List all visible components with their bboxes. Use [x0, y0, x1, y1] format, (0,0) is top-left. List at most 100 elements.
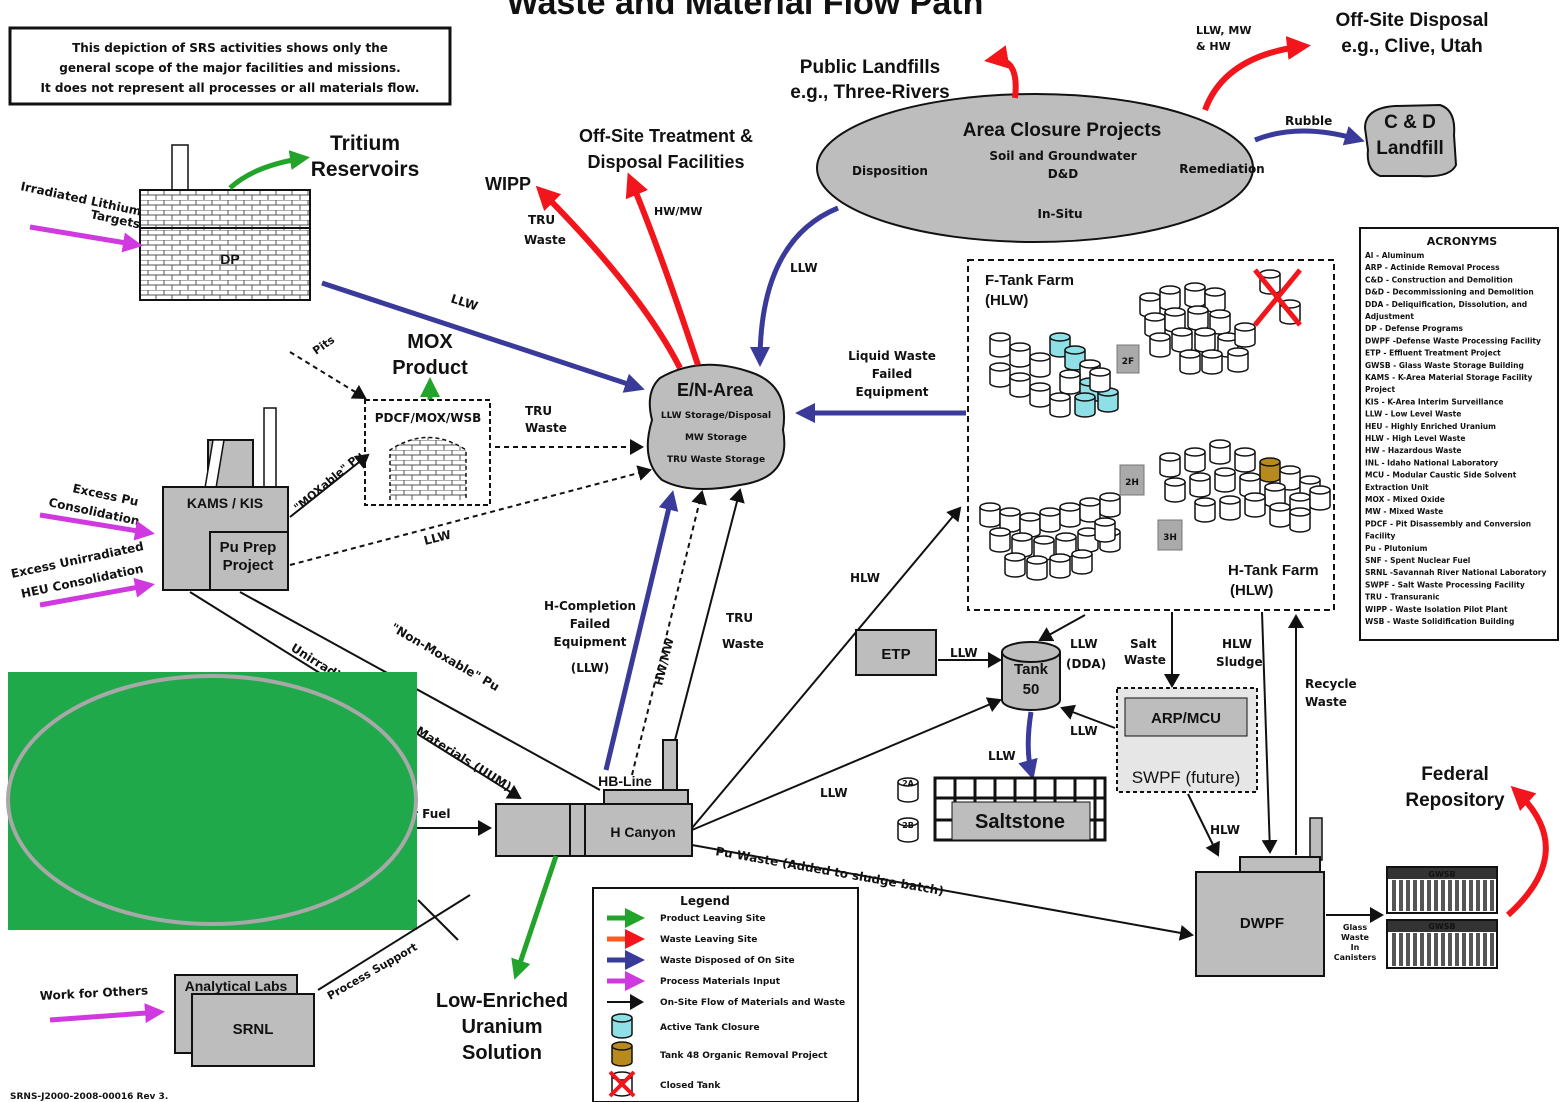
- acronym-item: D&D - Decommissioning and Demolition: [1365, 288, 1534, 297]
- hlw-sludge-arrow: [1261, 611, 1278, 854]
- gwsb-stripe: [1490, 933, 1494, 966]
- rubble-label: Rubble: [1285, 114, 1332, 128]
- saltstone-label: Saltstone: [975, 811, 1065, 833]
- tritium-label-2: Reservoirs: [311, 158, 420, 181]
- llw-mw-hw-1: LLW, MW: [1196, 24, 1252, 37]
- leu-arrow: [511, 855, 559, 980]
- storage-tank: [1026, 555, 1048, 581]
- in-situ-label: In-Situ: [1037, 207, 1082, 221]
- canyon-tru-2: Waste: [722, 637, 764, 651]
- label-2a: 2A: [902, 779, 915, 788]
- gwsb-stripe: [1455, 933, 1459, 966]
- excess-pu-arrow: [39, 512, 155, 541]
- remediation-label: Remediation: [1179, 162, 1264, 176]
- f-tank-label-1: F-Tank Farm: [985, 272, 1074, 289]
- arp-llw-arrow: [1060, 704, 1116, 729]
- federal-repo-arrow: [1505, 785, 1549, 918]
- arp-label: ARP/MCU: [1151, 710, 1221, 727]
- gwsb-stripe: [1392, 933, 1396, 966]
- acronym-item: ETP - Effluent Treatment Project: [1365, 349, 1501, 358]
- offsite-treat-2: Disposal Facilities: [587, 152, 744, 172]
- storage-tank: [1201, 349, 1223, 375]
- storage-tank: [1149, 332, 1171, 358]
- gwsb-header: [1388, 921, 1496, 932]
- gwsb-stripe: [1462, 933, 1466, 966]
- moxable-arrow: [289, 453, 370, 518]
- storage-tank: [1259, 457, 1281, 483]
- wipp-arrow: [535, 185, 683, 370]
- gwsb-label-1: GWSB: [1428, 870, 1455, 879]
- acronym-item: Facility: [1365, 532, 1395, 541]
- gwsb-stripe: [1399, 933, 1403, 966]
- gwsb-stripe: [1483, 933, 1487, 966]
- gwsb-stripe: [1455, 880, 1459, 911]
- diagram-title: Waste and Material Flow Path: [507, 0, 984, 22]
- gwsb-buildings: GWSB GWSB: [1386, 866, 1498, 969]
- label-2h: 2H: [1125, 478, 1139, 488]
- en-area-line-3: TRU Waste Storage: [667, 455, 765, 465]
- storage-tank: [1089, 367, 1111, 393]
- closure-llw-arrow: [750, 205, 839, 367]
- acronym-item: C&D - Construction and Demolition: [1365, 275, 1513, 284]
- non-moxable-line: [239, 591, 601, 791]
- dp-llw-arrow: [321, 280, 645, 393]
- acronym-item: Extraction Unit: [1365, 483, 1429, 492]
- process-support-line: [317, 894, 471, 991]
- offsite-treat-arrow: [625, 172, 701, 366]
- canyon-hwmw-label: HW/MW: [652, 637, 676, 687]
- storage-tank: [1039, 507, 1061, 533]
- liquid-waste-2: Failed: [872, 367, 913, 381]
- acronym-item: DWPF -Defense Waste Processing Facility: [1365, 336, 1541, 345]
- acronym-item: Project: [1365, 385, 1395, 394]
- hb-line-label: HB-Line: [598, 773, 652, 789]
- work-others-arrow: [49, 1003, 165, 1024]
- legend-item-4: Process Materials Input: [660, 977, 781, 987]
- kams-label: KAMS / KIS: [187, 495, 263, 511]
- legend: Legend Product Leaving Site Waste Leavin…: [592, 887, 859, 1102]
- acronym-item: ARP - Actinide Removal Process: [1365, 263, 1500, 272]
- pu-prep-label-1: Pu Prep: [220, 539, 277, 556]
- storage-tank: [1194, 497, 1216, 523]
- h-canyon-label: H Canyon: [610, 824, 675, 840]
- disclaimer-line-1: This depiction of SRS activities shows o…: [72, 41, 388, 55]
- pdcf-building: PDCF/MOX/WSB: [364, 399, 491, 506]
- legend-item-5: On-Site Flow of Materials and Waste: [660, 998, 845, 1008]
- public-landfill-2: e.g., Three-Rivers: [790, 82, 949, 103]
- dwpf-building: DWPF: [1195, 817, 1325, 977]
- federal-repo-2: Repository: [1405, 790, 1505, 811]
- storage-tank: [1159, 452, 1181, 478]
- pits-label: Pits: [310, 333, 337, 357]
- acronyms-title: ACRONYMS: [1427, 235, 1498, 248]
- f-tank-label-2: (HLW): [985, 292, 1028, 309]
- small-building-3h: 3H: [1157, 519, 1183, 551]
- pits-arrow: [289, 351, 367, 400]
- dp-building: DP: [139, 144, 311, 301]
- en-area-line-1: LLW Storage/Disposal: [661, 411, 771, 421]
- closed-tanks: [1253, 268, 1302, 327]
- gwsb-stripe: [1420, 880, 1424, 911]
- mox-product-2: Product: [392, 357, 468, 379]
- pdcf-tru-label-1: TRU: [525, 404, 552, 418]
- acronym-item: MW - Mixed Waste: [1365, 507, 1443, 516]
- storage-tank: [1059, 369, 1081, 395]
- label-2f: 2F: [1122, 357, 1134, 367]
- kams-llw-arrow: [289, 465, 652, 566]
- offsite-disposal-2: e.g., Clive, Utah: [1341, 36, 1482, 57]
- wipp-tru-1: TRU: [528, 213, 555, 227]
- srnl-link-line: [417, 899, 459, 941]
- federal-repo-1: Federal: [1421, 764, 1489, 785]
- liquid-waste-3: Equipment: [856, 385, 929, 399]
- gwsb-stripe: [1413, 880, 1417, 911]
- gwsb-stripe: [1490, 880, 1494, 911]
- storage-tank: [1189, 472, 1211, 498]
- saltstone-facility: Saltstone 2A 2B: [897, 776, 1107, 843]
- acronym-item: HLW - High Level Waste: [1365, 434, 1465, 443]
- wipp-label: WIPP: [485, 174, 531, 194]
- legend-swatch-tank48: [611, 1041, 633, 1067]
- gwsb-stripe: [1476, 880, 1480, 911]
- gwsb-stripe: [1406, 880, 1410, 911]
- offsite-disposal-1: Off-Site Disposal: [1335, 10, 1488, 31]
- storage-tank: [1187, 305, 1209, 331]
- gwsb-stripe: [1427, 933, 1431, 966]
